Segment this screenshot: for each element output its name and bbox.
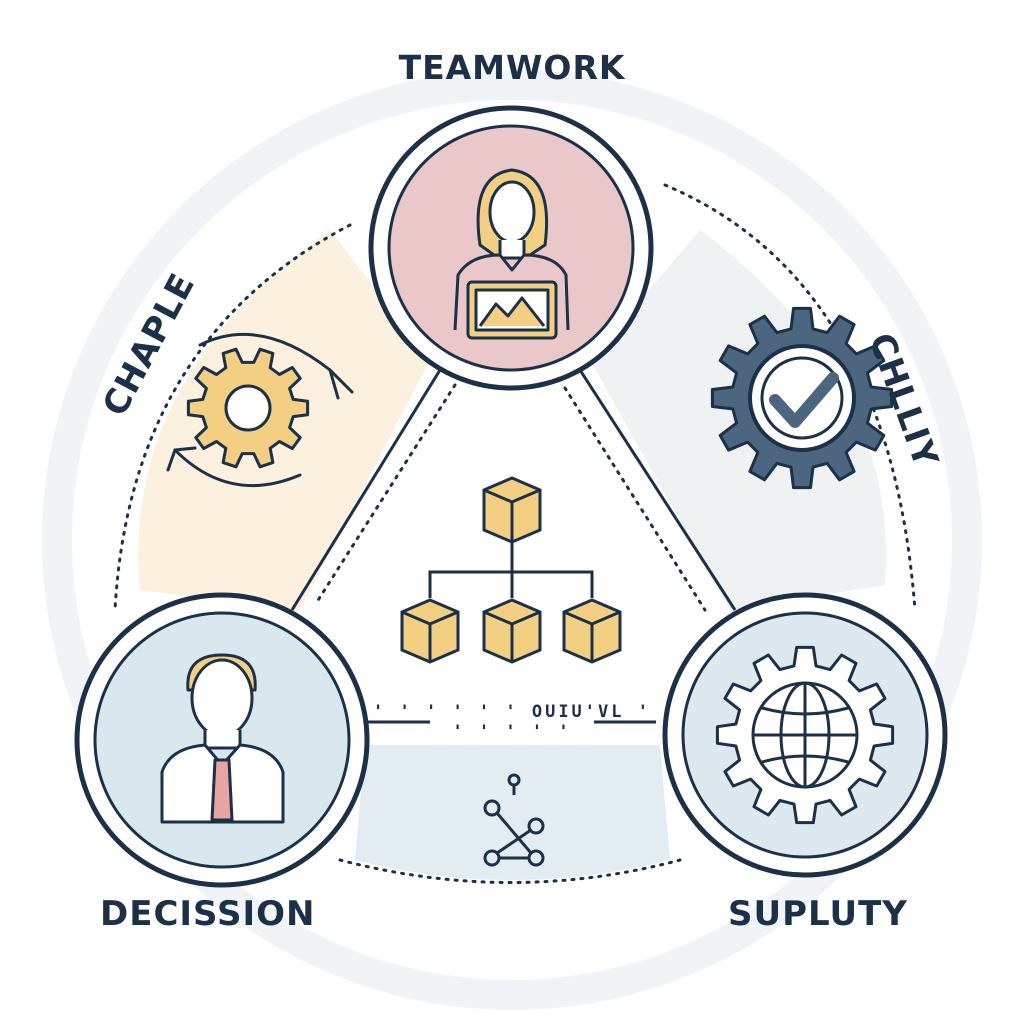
network-nodes-icon xyxy=(483,773,545,867)
gear-cycle-icon xyxy=(166,332,354,488)
node-bottom-right xyxy=(662,592,948,878)
dotted-arc-bottom xyxy=(338,858,682,884)
box-middle xyxy=(482,598,542,664)
box-top xyxy=(482,476,542,544)
label-teamwork: TEAMWORK xyxy=(398,48,626,87)
globe-gear-icon xyxy=(715,645,895,825)
dotted-arc-left xyxy=(113,223,352,612)
connector-right xyxy=(578,369,737,611)
connector-left-dotted xyxy=(313,383,457,607)
woman-with-tablet-icon xyxy=(453,168,570,340)
label-suputy: SUPLUTY xyxy=(728,894,908,934)
label-center-connector: ' ' ' ' ' ' OUIU'VL ' ' ' ' ' ' xyxy=(373,702,651,742)
hierarchy-boxes-icon xyxy=(400,476,622,664)
label-decission: DECISSION xyxy=(100,894,316,934)
box-right xyxy=(562,598,622,664)
box-left xyxy=(400,598,460,664)
node-top xyxy=(368,105,654,391)
sector-bottom-tint xyxy=(355,745,670,880)
connector-left xyxy=(290,369,442,611)
businessman-icon xyxy=(160,653,285,824)
gear-checkmark-icon xyxy=(710,306,894,490)
connector-right-dotted xyxy=(563,386,707,612)
node-bottom-left xyxy=(74,592,370,888)
